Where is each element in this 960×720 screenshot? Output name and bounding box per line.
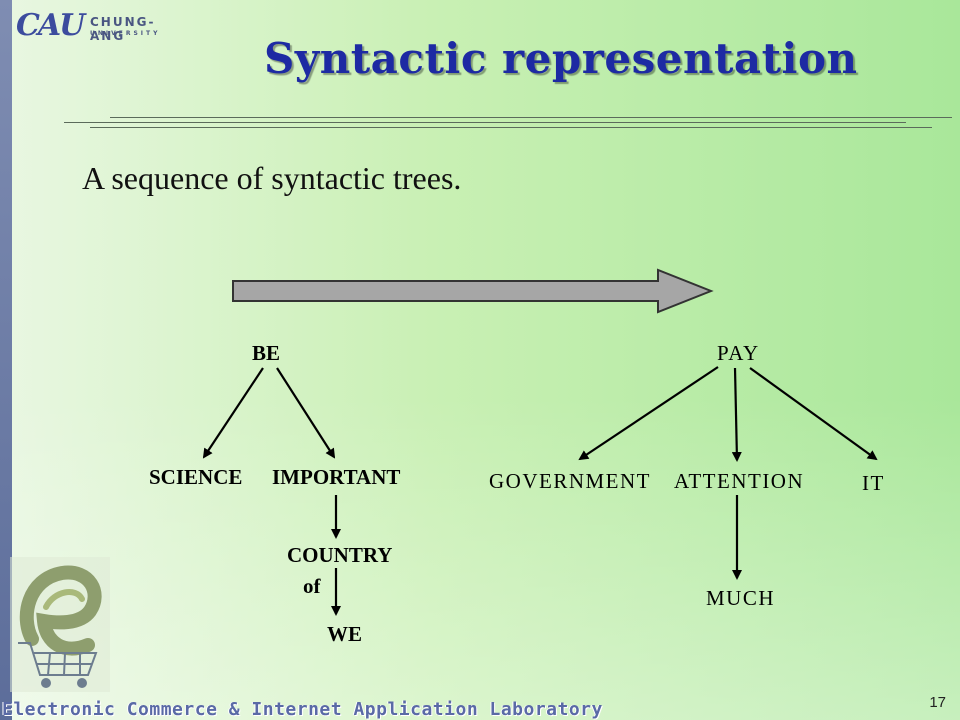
node-much: MUCH [706, 586, 776, 610]
node-science: SCIENCE [149, 465, 243, 489]
footer-text: Electronic Commerce & Internet Applicati… [2, 699, 603, 720]
node-attention: ATTENTION [674, 469, 805, 493]
sequence-arrow [232, 268, 714, 314]
page-number: 17 [929, 694, 946, 711]
node-government: GOVERNMENT [489, 469, 651, 493]
node-relation-of: of [303, 574, 321, 598]
node-country: COUNTRY [287, 543, 393, 567]
e-commerce-logo [10, 557, 110, 692]
edge-be-science [202, 367, 264, 459]
edge-pay-it [749, 367, 878, 461]
slide-title: Syntactic representation [264, 34, 858, 83]
edge-pay-government [578, 366, 719, 461]
logo-subname: UNIVERSITY [90, 30, 161, 37]
university-logo: CAU CHUNG-ANG UNIVERSITY [16, 6, 176, 46]
node-we: WE [327, 622, 363, 646]
node-pay: PAY [717, 341, 760, 365]
slide-subtitle: A sequence of syntactic trees. [82, 160, 462, 196]
node-be: BE [252, 341, 281, 365]
logo-mark: CAU [16, 8, 85, 43]
edge-pay-attention [731, 367, 742, 462]
title-rule [90, 127, 932, 128]
title-rule [110, 117, 952, 118]
footer-lab-name: Electronic Commerce & Internet Applicati… [0, 698, 960, 720]
left-accent-bar [0, 0, 12, 720]
node-important: IMPORTANT [272, 465, 401, 489]
node-it: IT [862, 471, 885, 495]
logo-name: CHUNG-ANG [90, 15, 156, 43]
edge-be-important [276, 367, 336, 459]
title-rule [64, 122, 906, 123]
